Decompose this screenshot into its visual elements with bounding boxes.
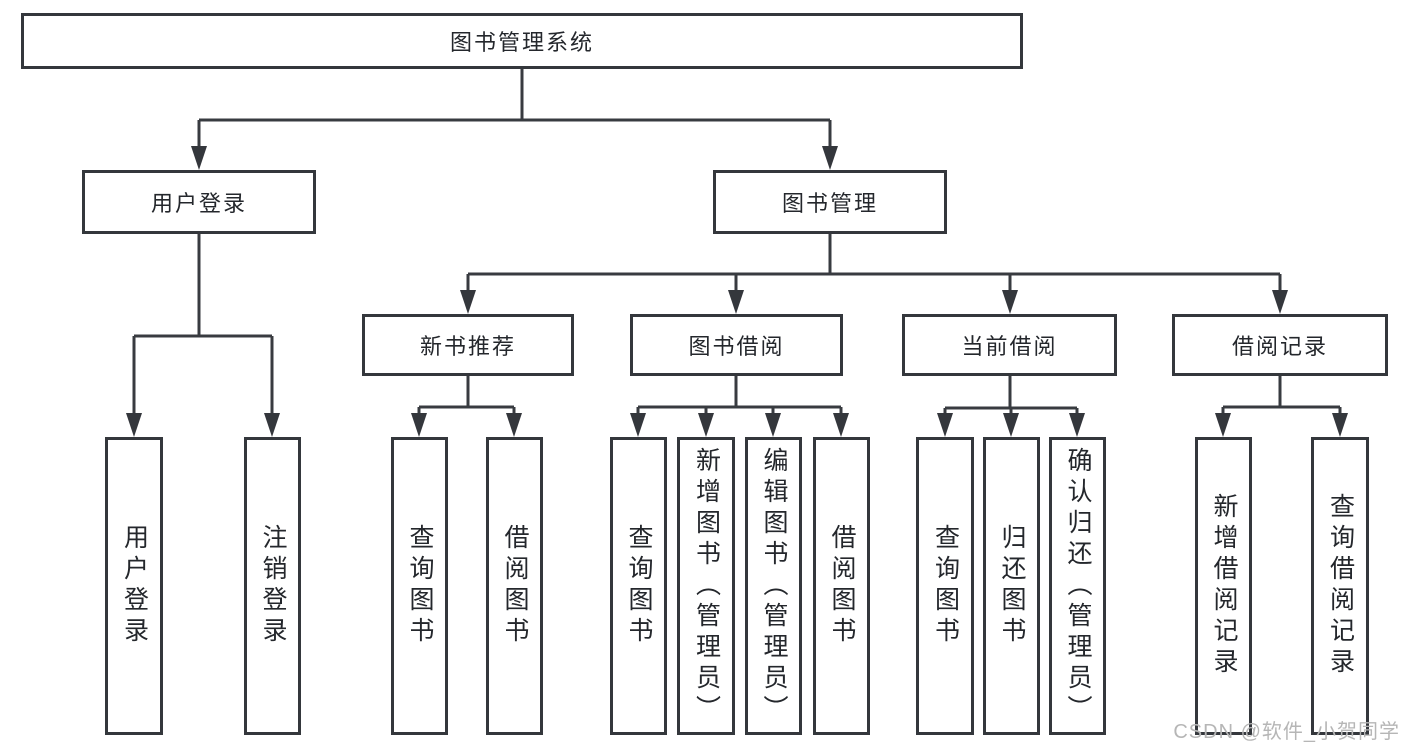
node-library-system: 图书管理系统 (21, 13, 1023, 69)
leaf-query-books-recommend: 查询图书 (391, 437, 448, 735)
leaf-borrow-books: 借阅图书 (813, 437, 870, 735)
node-borrow-records: 借阅记录 (1172, 314, 1388, 376)
node-label: 借阅记录 (1231, 334, 1328, 359)
node-label: 新书推荐 (419, 334, 516, 359)
leaf-label: 查询图书 (931, 524, 960, 648)
leaf-label: 注销登录 (259, 524, 287, 648)
leaf-user-login: 用户登录 (105, 437, 163, 735)
leaf-label: 查询图书 (625, 524, 653, 648)
leaf-label: 编辑图书（管理员） (760, 446, 788, 726)
leaf-label: 确认归还（管理员） (1064, 446, 1092, 726)
leaf-label: 借阅图书 (828, 524, 856, 648)
leaf-query-borrow-record: 查询借阅记录 (1311, 437, 1369, 735)
leaf-label: 查询借阅记录 (1326, 493, 1355, 679)
leaf-label: 用户登录 (120, 524, 149, 648)
leaf-label: 归还图书 (998, 524, 1026, 648)
node-label: 用户登录 (150, 191, 247, 216)
leaf-add-book-admin: 新增图书（管理员） (677, 437, 735, 735)
leaf-label: 新增借阅记录 (1210, 493, 1238, 679)
leaf-return-book: 归还图书 (983, 437, 1040, 735)
node-label: 图书借阅 (688, 334, 785, 359)
leaf-confirm-return-admin: 确认归还（管理员） (1049, 437, 1106, 735)
csdn-watermark: CSDN @软件_小贺同学 (1173, 721, 1400, 743)
node-user-login: 用户登录 (82, 170, 316, 234)
node-new-book-recommend: 新书推荐 (362, 314, 574, 376)
leaf-label: 借阅图书 (501, 524, 529, 648)
node-book-management: 图书管理 (713, 170, 947, 234)
leaf-label: 新增图书（管理员） (692, 446, 721, 726)
leaf-add-borrow-record: 新增借阅记录 (1195, 437, 1252, 735)
leaf-borrow-books-recommend: 借阅图书 (486, 437, 543, 735)
node-label: 图书管理 (781, 191, 878, 216)
node-current-borrow: 当前借阅 (902, 314, 1117, 376)
leaf-logout: 注销登录 (244, 437, 301, 735)
leaf-query-books-current: 查询图书 (916, 437, 974, 735)
leaf-label: 查询图书 (406, 524, 434, 648)
leaf-edit-book-admin: 编辑图书（管理员） (745, 437, 802, 735)
node-label: 图书管理系统 (449, 30, 594, 55)
leaf-query-books-borrow: 查询图书 (610, 437, 667, 735)
node-book-borrow: 图书借阅 (630, 314, 843, 376)
node-label: 当前借阅 (961, 334, 1058, 359)
